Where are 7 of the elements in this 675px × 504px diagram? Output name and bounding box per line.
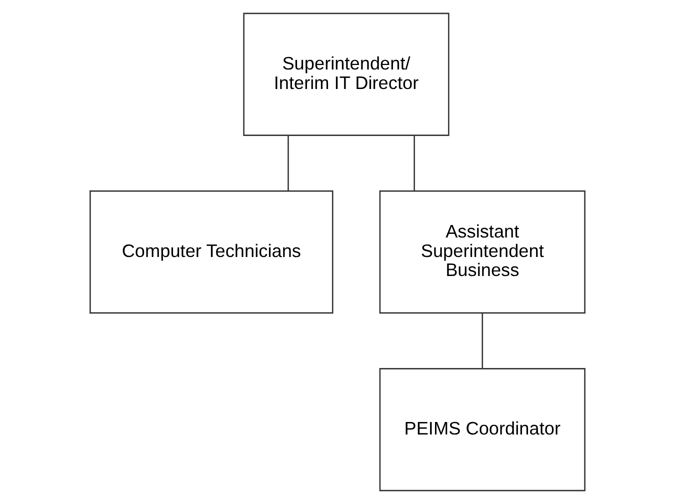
connector [288,136,289,191]
connector [482,313,484,368]
node-box: Assistant Superintendent Business [379,190,586,314]
node-box: Superintendent/ Interim IT Director [243,12,450,136]
connector [414,136,415,191]
node-box: PEIMS Coordinator [379,368,586,492]
node-box: Computer Technicians [90,190,334,314]
